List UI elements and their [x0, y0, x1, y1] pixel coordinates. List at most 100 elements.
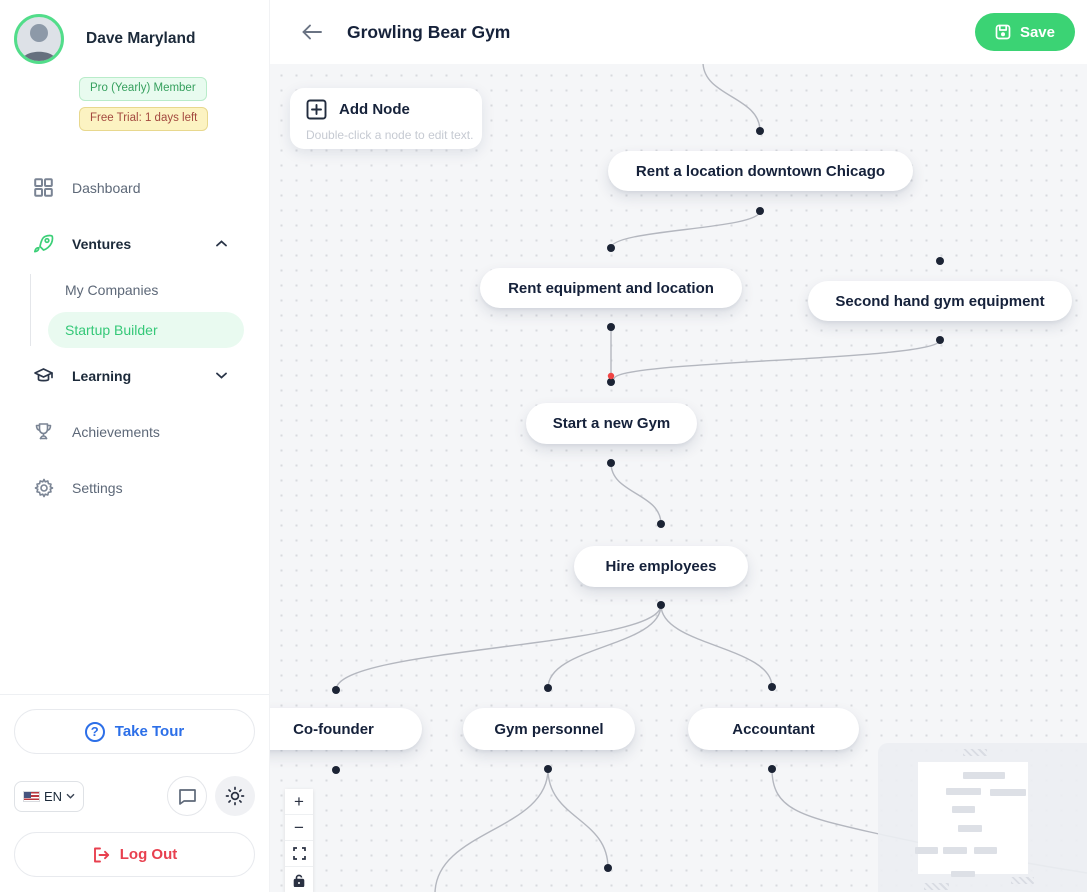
- node-handle[interactable]: [607, 378, 615, 386]
- flow-node[interactable]: Gym personnel: [463, 708, 635, 750]
- avatar[interactable]: [14, 14, 64, 64]
- chevron-up-icon: [216, 240, 227, 247]
- profile: Dave Maryland: [0, 14, 269, 64]
- node-handle[interactable]: [604, 864, 612, 872]
- flow-edge[interactable]: [702, 64, 761, 132]
- sidebar-item-label: Learning: [72, 367, 132, 384]
- minimap-node: [963, 772, 1005, 779]
- save-disk-icon: [995, 24, 1011, 40]
- minimap-node: [963, 749, 987, 756]
- graduation-cap-icon: [33, 367, 54, 385]
- minimap-node: [952, 806, 975, 813]
- sidebar-item-learning[interactable]: Learning: [0, 356, 269, 396]
- add-node-panel: Add Node Double-click a node to edit tex…: [290, 88, 482, 149]
- main-area: Growling Bear Gym Save Rent a location d…: [270, 0, 1087, 892]
- sidebar-item-my-companies[interactable]: My Companies: [65, 281, 159, 298]
- node-handle[interactable]: [756, 127, 764, 135]
- flow-node[interactable]: Second hand gym equipment: [808, 281, 1072, 321]
- add-node-hint: Double-click a node to edit text.: [306, 128, 474, 142]
- sidebar-item-dashboard[interactable]: Dashboard: [0, 168, 269, 208]
- sidebar-item-label: Ventures: [72, 235, 132, 252]
- flow-edge[interactable]: [660, 604, 773, 688]
- zoom-in-button[interactable]: +: [285, 789, 313, 815]
- node-handle[interactable]: [607, 323, 615, 331]
- minimap-node: [974, 847, 997, 854]
- node-handle[interactable]: [936, 336, 944, 344]
- membership-badges: Pro (Yearly) Member Free Trial: 1 days l…: [79, 77, 269, 131]
- flow-node[interactable]: Hire employees: [574, 546, 748, 587]
- sidebar-item-startup-builder[interactable]: Startup Builder: [48, 311, 244, 348]
- minimap-node: [924, 883, 949, 890]
- utility-row: EN: [14, 776, 255, 816]
- back-button[interactable]: [300, 23, 323, 41]
- flow-edge[interactable]: [613, 339, 941, 380]
- minimap-viewport[interactable]: [918, 762, 1028, 874]
- node-handle[interactable]: [657, 601, 665, 609]
- minimap-node: [946, 788, 981, 795]
- node-handle[interactable]: [936, 257, 944, 265]
- take-tour-button[interactable]: ? Take Tour: [14, 709, 255, 754]
- free-trial-badge: Free Trial: 1 days left: [79, 106, 209, 131]
- question-circle-icon: ?: [84, 721, 105, 742]
- flow-edge[interactable]: [547, 604, 662, 689]
- log-out-icon: [93, 847, 109, 862]
- sidebar-item-achievements[interactable]: Achievements: [0, 412, 269, 452]
- flow-node[interactable]: Accountant: [688, 708, 859, 750]
- node-handle[interactable]: [332, 686, 340, 694]
- theme-toggle-button[interactable]: [215, 776, 255, 816]
- log-out-label: Log Out: [119, 846, 178, 863]
- minimap-node: [990, 789, 1026, 796]
- node-handle[interactable]: [657, 520, 665, 528]
- top-bar: Growling Bear Gym Save: [270, 0, 1087, 64]
- add-node-button[interactable]: Add Node: [306, 99, 466, 120]
- sidebar-footer: ? Take Tour EN: [0, 694, 269, 892]
- flow-node[interactable]: Rent equipment and location: [480, 268, 742, 308]
- connection-target-handle[interactable]: [607, 372, 615, 380]
- node-handle[interactable]: [607, 459, 615, 467]
- sidebar: Dave Maryland Pro (Yearly) Member Free T…: [0, 0, 270, 892]
- language-selector[interactable]: EN: [14, 780, 85, 812]
- flow-edge[interactable]: [547, 768, 609, 869]
- plus-square-icon: [306, 99, 327, 120]
- person-silhouette-icon: [21, 24, 57, 61]
- chevron-down-icon: [216, 372, 227, 379]
- flow-node[interactable]: Rent a location downtown Chicago: [608, 151, 913, 191]
- log-out-button[interactable]: Log Out: [14, 832, 255, 877]
- node-handle[interactable]: [332, 766, 340, 774]
- flow-edge[interactable]: [434, 768, 549, 892]
- flow-node[interactable]: Co-founder: [270, 708, 422, 750]
- zoom-out-button[interactable]: −: [285, 815, 313, 841]
- lock-button[interactable]: [285, 867, 313, 892]
- sidebar-item-label: Settings: [72, 479, 123, 496]
- feedback-chat-button[interactable]: [167, 776, 207, 816]
- node-handle[interactable]: [756, 207, 764, 215]
- flow-node[interactable]: Start a new Gym: [526, 403, 697, 444]
- minimap[interactable]: [878, 743, 1087, 892]
- gear-icon: [33, 478, 54, 498]
- sidebar-item-ventures[interactable]: Ventures: [0, 224, 269, 264]
- add-node-label: Add Node: [339, 101, 410, 118]
- save-button[interactable]: Save: [974, 13, 1075, 51]
- node-handle[interactable]: [544, 684, 552, 692]
- sidebar-item-label: Dashboard: [72, 179, 141, 196]
- rocket-icon: [33, 233, 54, 254]
- sun-icon: [225, 786, 245, 806]
- minimap-node: [915, 847, 938, 854]
- flow-edge[interactable]: [610, 462, 662, 525]
- trophy-icon: [33, 422, 54, 441]
- us-flag-icon: [23, 790, 40, 802]
- minimap-node: [1011, 877, 1034, 884]
- take-tour-label: Take Tour: [114, 723, 185, 740]
- node-handle[interactable]: [544, 765, 552, 773]
- flow-edge[interactable]: [610, 210, 761, 249]
- ventures-submenu: My Companies Startup Builder: [0, 272, 269, 348]
- node-handle[interactable]: [768, 765, 776, 773]
- node-handle[interactable]: [768, 683, 776, 691]
- node-handle[interactable]: [607, 244, 615, 252]
- flow-edge[interactable]: [335, 604, 662, 691]
- sidebar-item-label: Achievements: [72, 423, 160, 440]
- sidebar-item-settings[interactable]: Settings: [0, 468, 269, 508]
- fit-view-icon: [292, 847, 306, 860]
- fit-view-button[interactable]: [285, 841, 313, 867]
